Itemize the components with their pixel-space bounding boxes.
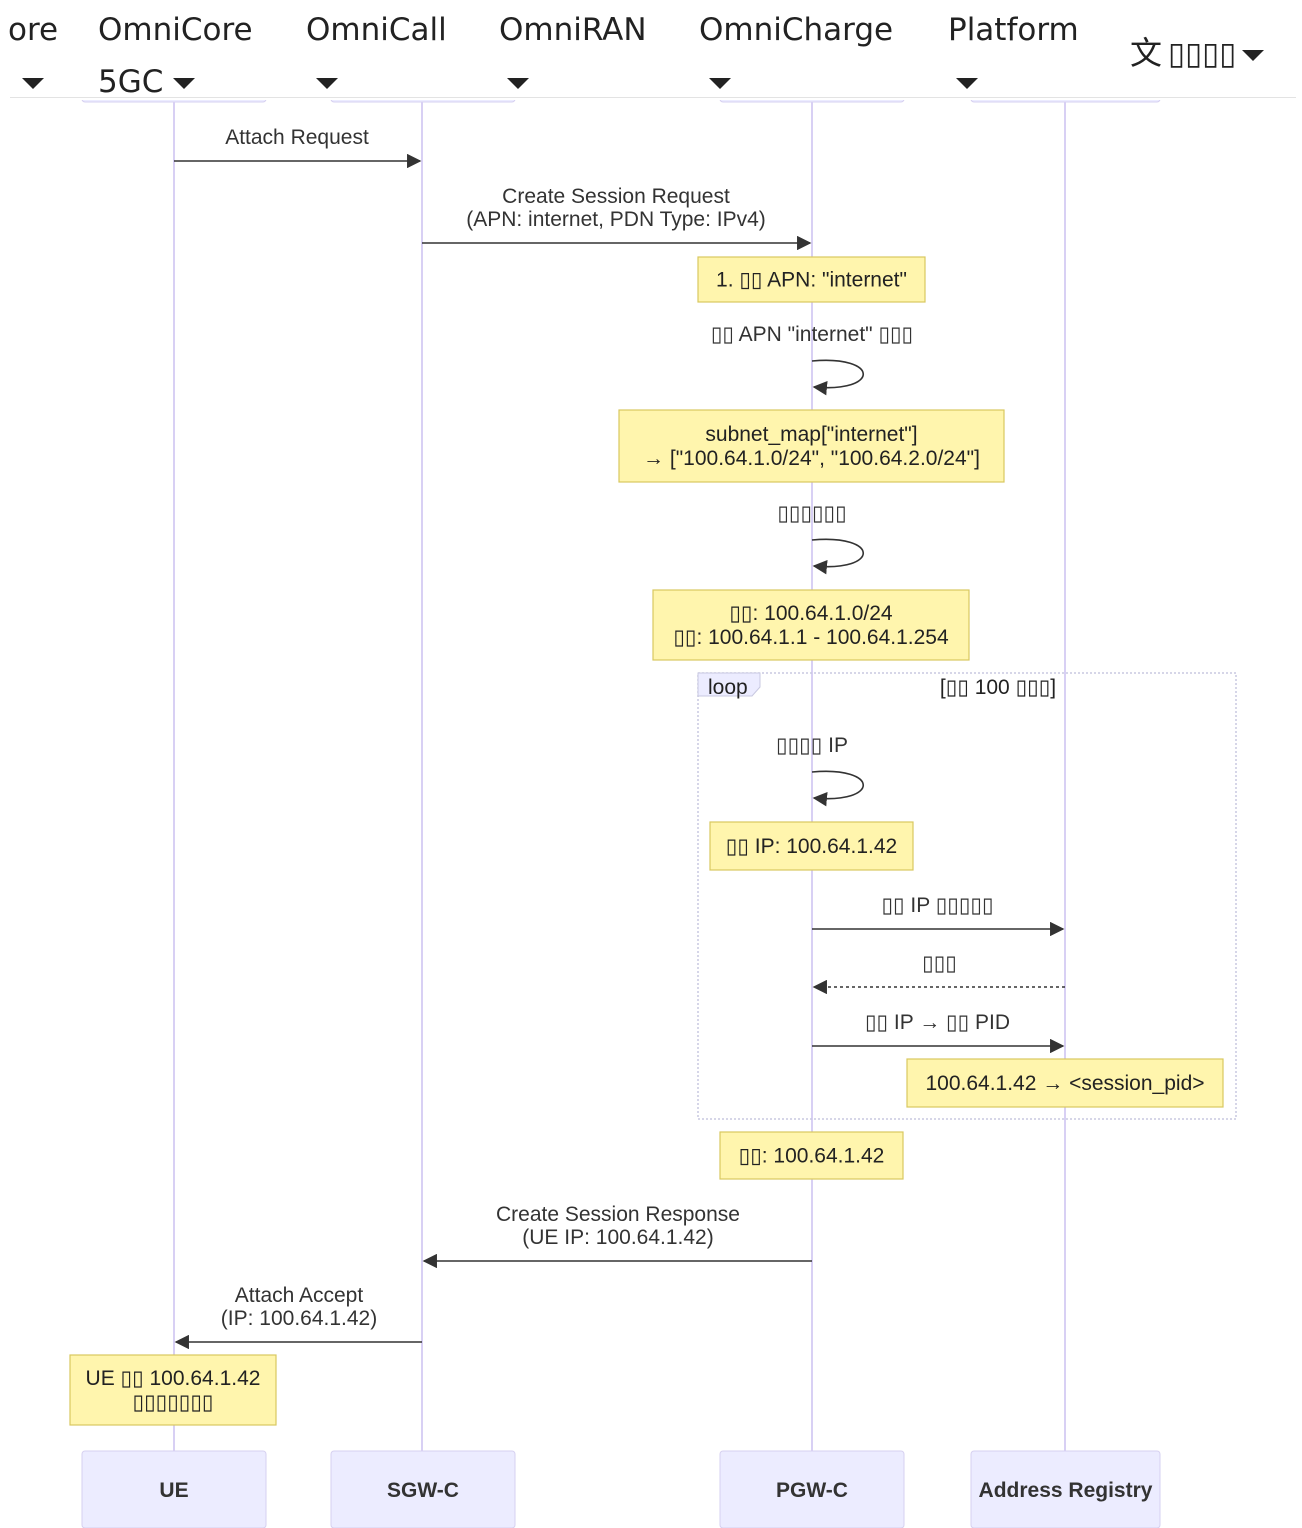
nav-item-label: Platform [948, 12, 1079, 48]
message-label: ▯▯▯ [922, 952, 957, 975]
chevron-down-icon [956, 78, 978, 89]
message-label: (APN: internet, PDN Type: IPv4) [466, 208, 766, 231]
message-label: (IP: 100.64.1.42) [221, 1307, 377, 1330]
note-box [719, 1131, 904, 1180]
nav-item-omnicore-5gc[interactable]: OmniCore 5GC [98, 4, 253, 108]
note-text: ▯▯: 100.64.1.1 - 100.64.1.254 [673, 626, 949, 649]
note-text: ▯▯: 100.64.1.42 [739, 1145, 885, 1168]
actor-box [970, 1450, 1161, 1528]
actor-box [81, 1450, 267, 1528]
note-text: UE ▯▯ 100.64.1.42 [86, 1367, 261, 1390]
actor-box [719, 1450, 905, 1528]
note-box [652, 589, 970, 661]
nav-item-omnicall[interactable]: OmniCall [306, 4, 447, 108]
actor-label: Address Registry [979, 1479, 1153, 1502]
note-text: ▯▯: 100.64.1.0/24 [729, 602, 893, 625]
self-message-label: ▯▯▯▯ IP [776, 734, 848, 757]
actor-box [330, 1450, 516, 1528]
nav-item-omniran[interactable]: OmniRAN [499, 4, 647, 108]
actor-label: PGW-C [776, 1479, 848, 1502]
message-label: Attach Request [225, 126, 369, 149]
note-text: 100.64.1.42 → <session_pid> [925, 1072, 1204, 1095]
message-label: Create Session Response [496, 1203, 740, 1226]
nav-item-label: OmniRAN [499, 12, 647, 48]
self-message-label: ▯▯ APN "internet" ▯▯▯ [711, 323, 913, 346]
loop-condition: [▯▯ 100 ▯▯▯] [940, 676, 1056, 699]
message-label: (UE IP: 100.64.1.42) [522, 1226, 713, 1249]
message-label: ▯▯ IP ▯▯▯▯▯ [881, 894, 993, 917]
translate-icon: 文 [1130, 34, 1163, 72]
chevron-down-icon [173, 78, 196, 89]
chevron-down-icon [316, 78, 338, 89]
chevron-down-icon [507, 78, 529, 89]
nav-divider [10, 97, 1296, 98]
note-box [697, 256, 926, 303]
language-label: ▯▯▯▯ [1168, 36, 1237, 72]
nav-item-label: OmniCore [98, 12, 253, 48]
actor-label: UE [159, 1479, 188, 1502]
message-label: ▯▯ IP → ▯▯ PID [865, 1011, 1010, 1034]
loop-keyword: loop [708, 676, 748, 699]
nav-item-omnicharge[interactable]: OmniCharge [699, 4, 893, 108]
note-text: subnet_map["internet"] [705, 423, 917, 446]
self-message-arrow [811, 359, 865, 396]
chevron-down-icon [709, 78, 731, 89]
loop-frame [697, 672, 1237, 1120]
note-text: → ["100.64.1.0/24", "100.64.2.0/24"] [643, 447, 980, 470]
actor-label: SGW-C [387, 1479, 459, 1502]
chevron-down-icon [1242, 50, 1265, 61]
loop-tab [697, 672, 761, 697]
nav-item-omnicore-partial[interactable]: ore [8, 4, 58, 108]
note-box [618, 409, 1005, 483]
note-box [69, 1354, 277, 1426]
self-message-label: ▯▯▯▯▯▯ [777, 502, 846, 525]
language-selector[interactable]: 文▯▯▯▯ [1130, 30, 1265, 77]
nav-item-platform[interactable]: Platform [948, 4, 1079, 108]
note-text: ▯▯ IP: 100.64.1.42 [726, 835, 897, 858]
message-label: Attach Accept [235, 1284, 364, 1307]
note-box [709, 821, 914, 871]
nav-item-label-line2: 5GC [98, 64, 164, 100]
self-message-arrow [811, 538, 865, 575]
message-label: Create Session Request [502, 185, 730, 208]
nav-item-label: OmniCharge [699, 12, 894, 48]
nav-item-label: ore [8, 12, 59, 48]
self-message-arrow [811, 770, 865, 807]
nav-item-label: OmniCall [306, 12, 447, 48]
top-navigation: ore OmniCore 5GC OmniCall OmniRAN OmniCh… [0, 0, 1302, 100]
chevron-down-icon [22, 78, 44, 89]
note-text: 1. ▯▯ APN: "internet" [716, 269, 907, 292]
note-text: ▯▯▯▯▯▯▯ [133, 1391, 214, 1414]
note-box [906, 1058, 1224, 1108]
